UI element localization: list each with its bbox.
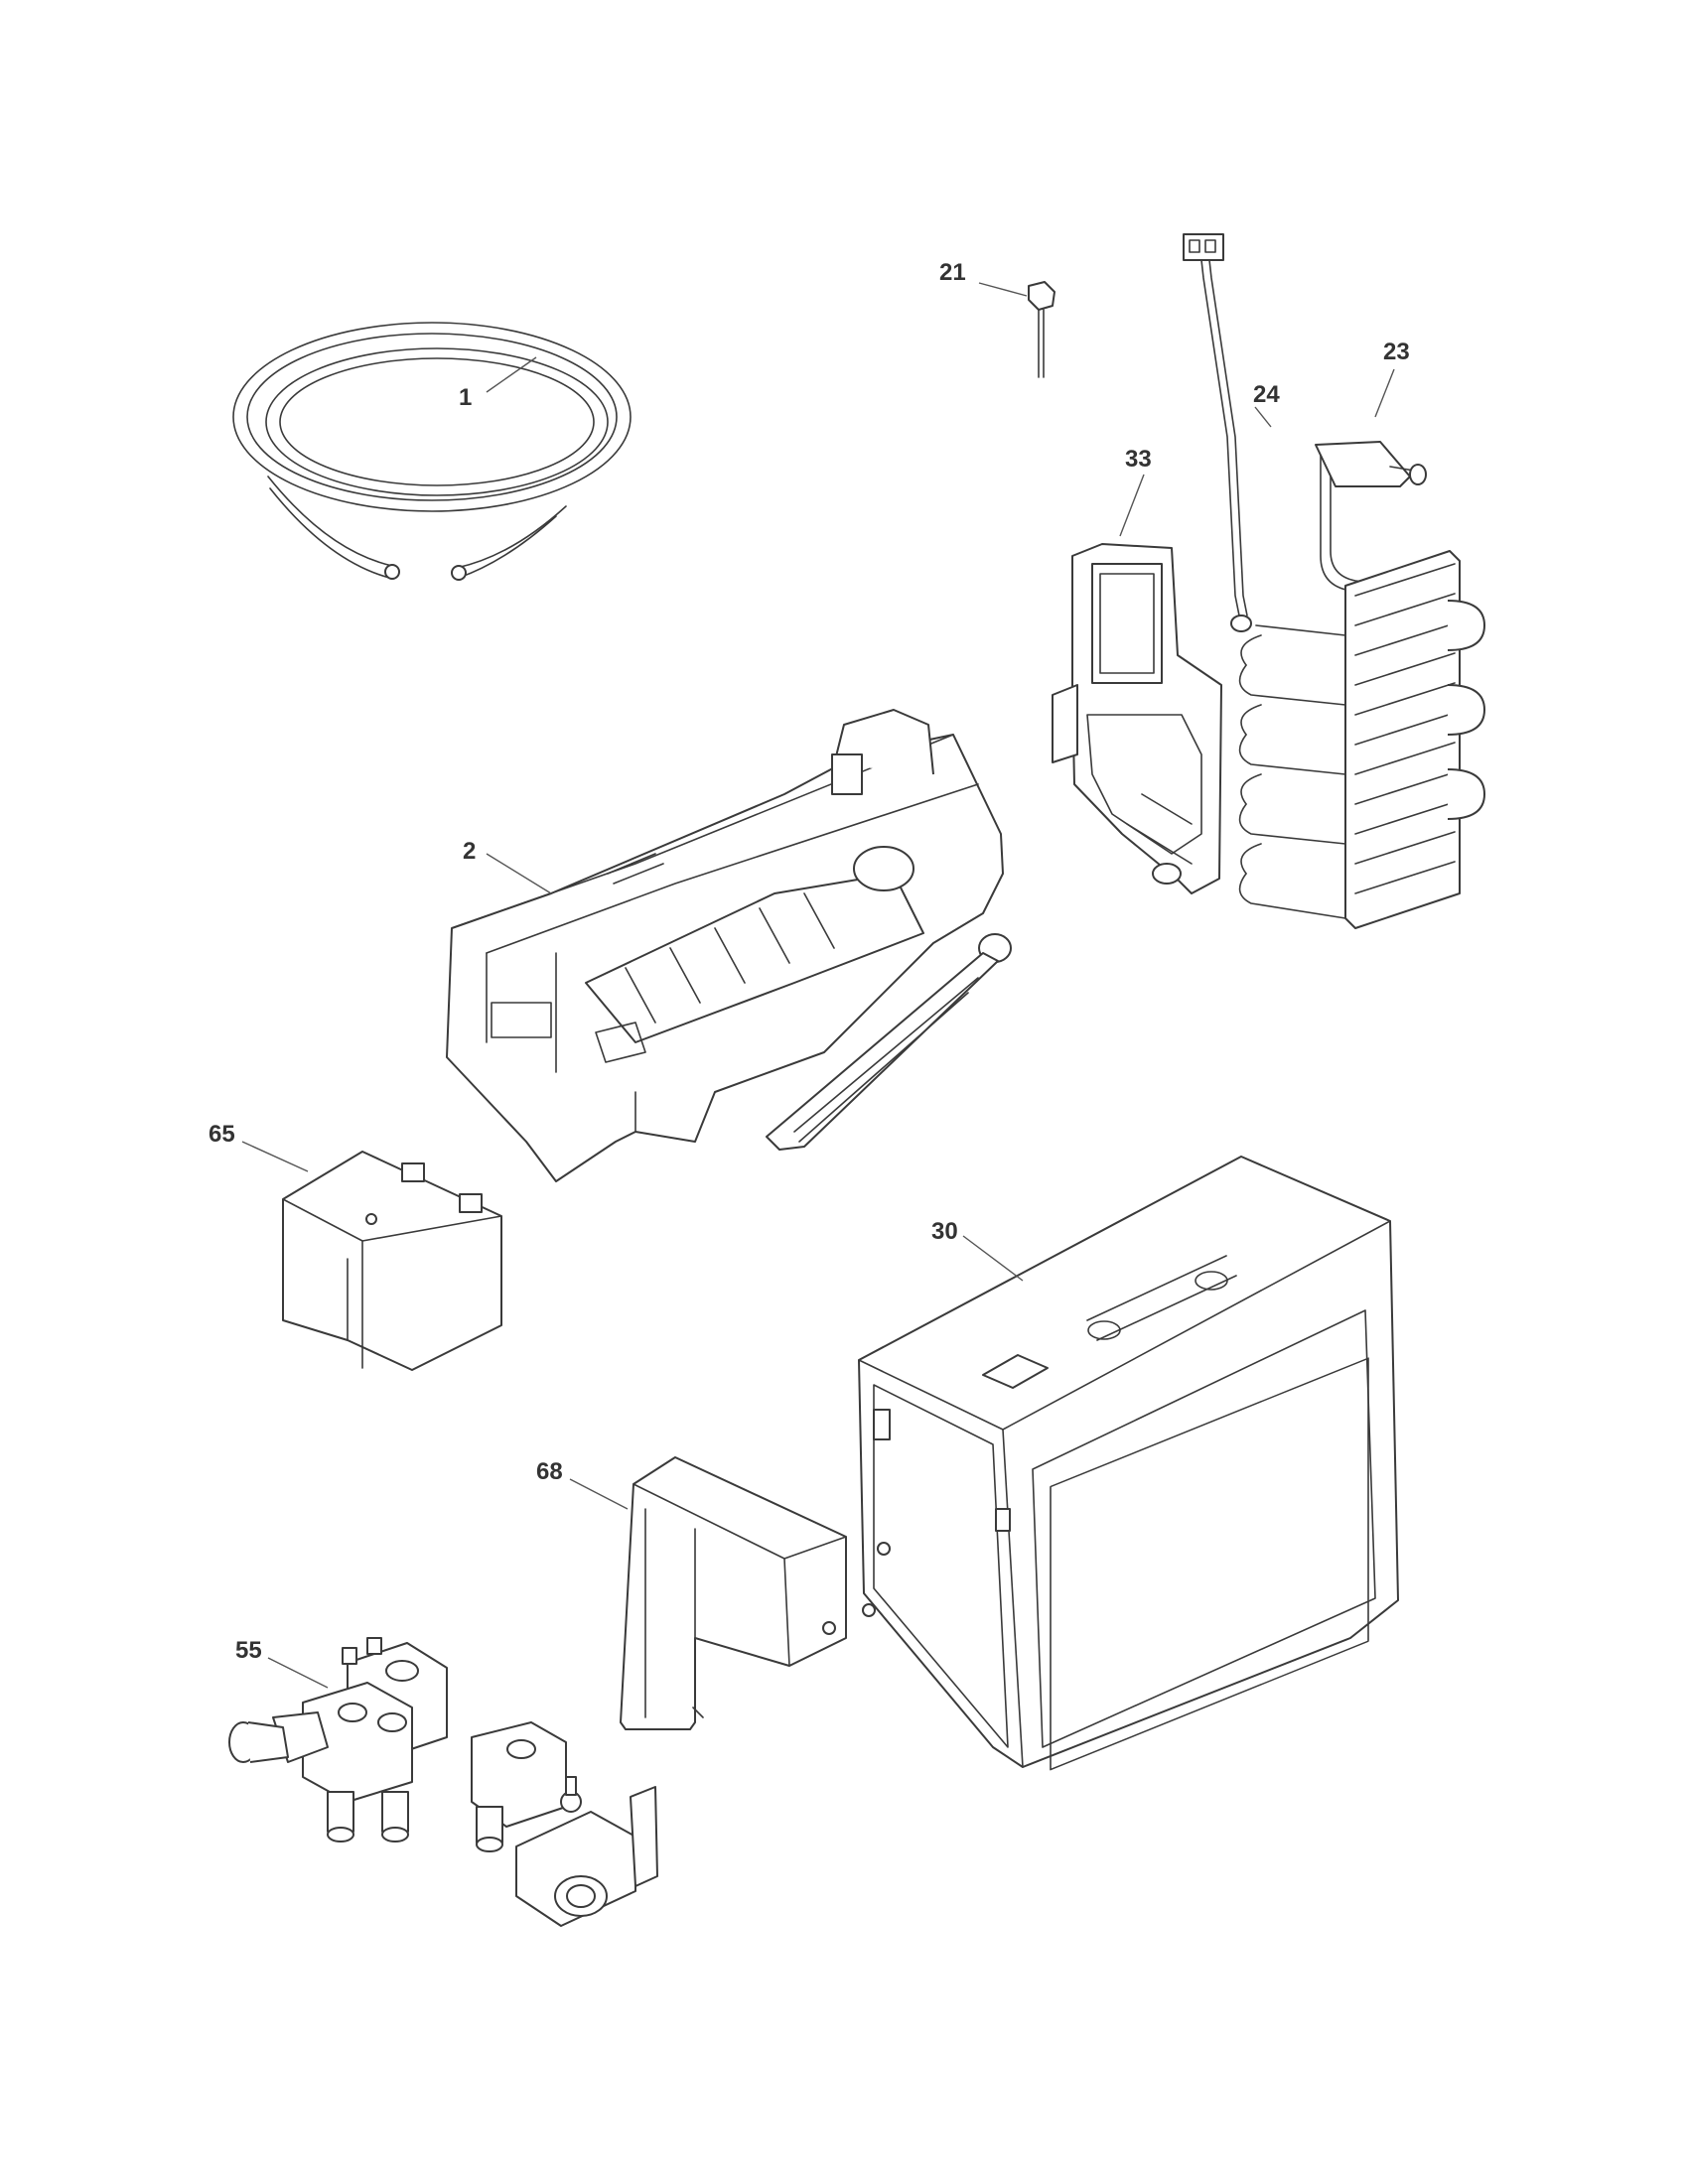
callout-55: 55 bbox=[235, 1637, 262, 1664]
callout-21: 21 bbox=[939, 259, 966, 286]
callout-68: 68 bbox=[536, 1458, 563, 1485]
part-1-water-tube-coil bbox=[232, 322, 632, 581]
part-55-water-valve bbox=[228, 1637, 658, 1927]
part-2-ice-maker bbox=[446, 709, 1012, 1182]
callout-33: 33 bbox=[1125, 446, 1152, 473]
part-30-ice-bin bbox=[858, 1156, 1399, 1771]
callout-23: 23 bbox=[1383, 339, 1410, 365]
part-68-chute-cover bbox=[620, 1456, 847, 1730]
callout-2: 2 bbox=[463, 838, 476, 865]
part-24-wire-harness bbox=[1183, 233, 1252, 632]
part-65-cover bbox=[282, 1151, 502, 1371]
callout-30: 30 bbox=[931, 1218, 958, 1245]
callout-65: 65 bbox=[209, 1121, 235, 1148]
callout-1: 1 bbox=[459, 384, 472, 411]
callout-24: 24 bbox=[1253, 381, 1280, 408]
part-33-evaporator-cover bbox=[1052, 543, 1222, 894]
part-23-finned-coil bbox=[1238, 441, 1485, 929]
part-21-sensor bbox=[1028, 281, 1055, 378]
